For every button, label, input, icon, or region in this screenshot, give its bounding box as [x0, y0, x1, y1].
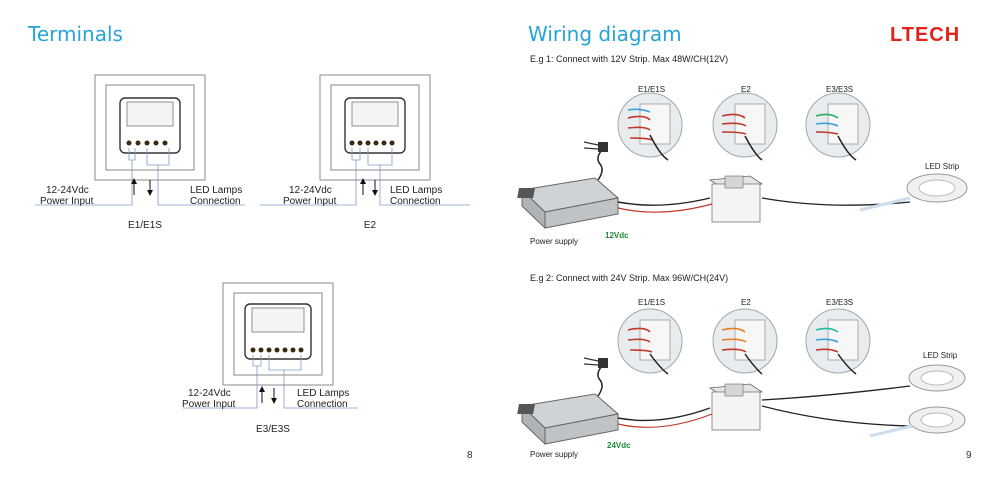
- switch-panel-e1-icon: [35, 74, 245, 206]
- power-input-voltage: 12-24Vdc: [289, 185, 332, 196]
- terminal-diagram-e1: 12-24Vdc Power Input LED Lamps Connectio…: [30, 70, 260, 240]
- inset-label-e1: E1/E1S: [638, 298, 666, 307]
- switch-panel-e2-icon: [260, 74, 470, 206]
- inset-label-e3: E3/E3S: [826, 298, 854, 307]
- page-number-right: 9: [966, 450, 972, 461]
- voltage-label: 24Vdc: [607, 441, 631, 450]
- led-lamps-label: LED Lamps: [390, 185, 443, 196]
- example-2-heading: E.g 2: Connect with 24V Strip. Max 96W/C…: [530, 273, 729, 283]
- diagram-caption-e1: E1/E1S: [128, 220, 162, 231]
- power-input-label: Power Input: [40, 196, 94, 207]
- connection-label: Connection: [190, 196, 241, 207]
- switch-panel-e3-icon: [183, 282, 358, 409]
- led-strip-label: LED Strip: [925, 162, 960, 171]
- power-input-voltage: 12-24Vdc: [188, 388, 231, 399]
- ltech-logo: LTECH: [890, 24, 961, 46]
- example-1-heading: E.g 1: Connect with 12V Strip. Max 48W/C…: [530, 54, 729, 64]
- power-input-label: Power Input: [182, 399, 236, 410]
- voltage-label: 12Vdc: [605, 231, 629, 240]
- inset-label-e2: E2: [741, 298, 751, 307]
- led-lamps-label: LED Lamps: [297, 388, 350, 399]
- right-page-title: Wiring diagram: [528, 22, 682, 46]
- example-2-diagram: E1/E1S E2 E3/E3S LED Strip Power supply …: [500, 296, 1000, 466]
- left-page-title: Terminals: [28, 22, 123, 46]
- led-strip-label: LED Strip: [923, 351, 958, 360]
- inset-label-e1: E1/E1S: [638, 85, 666, 94]
- power-input-label: Power Input: [283, 196, 337, 207]
- connection-label: Connection: [390, 196, 441, 207]
- inset-label-e2: E2: [741, 85, 751, 94]
- example-1-diagram: E1/E1S E2 E3/E3S LED Strip Power supply …: [500, 80, 1000, 260]
- power-supply-label: Power supply: [530, 237, 579, 246]
- led-lamps-label: LED Lamps: [190, 185, 243, 196]
- power-supply-label: Power supply: [530, 450, 579, 459]
- power-input-voltage: 12-24Vdc: [46, 185, 89, 196]
- page-number-left: 8: [467, 450, 473, 461]
- diagram-caption-e2: E2: [363, 220, 377, 231]
- wiring-example-2-icon: [517, 308, 966, 446]
- terminal-diagram-e2: 12-24Vdc Power Input LED Lamps Connectio…: [255, 70, 485, 240]
- inset-label-e3: E3/E3S: [826, 85, 854, 94]
- diagram-caption-e3: E3/E3S: [256, 424, 290, 435]
- connection-label: Connection: [297, 399, 348, 410]
- wiring-example-1-icon: [517, 92, 968, 230]
- terminal-diagram-e3: 12-24Vdc Power Input LED Lamps Connectio…: [158, 280, 388, 445]
